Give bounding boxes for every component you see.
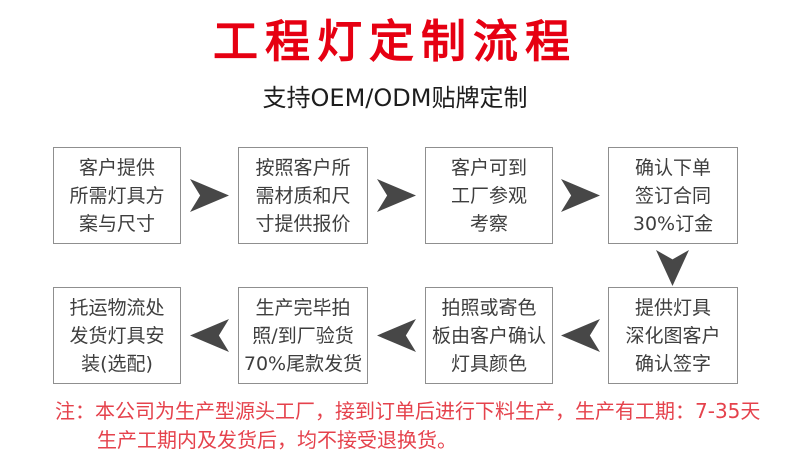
step-6-line-1: 拍照或寄色 <box>441 296 537 319</box>
step-5-line-1: 提供灯具 <box>634 296 711 319</box>
step-1-line-3: 案与尺寸 <box>78 212 155 235</box>
page-subtitle: 支持OEM/ODM贴牌定制 <box>262 84 528 112</box>
footnote-line-2: 生产工期内及发货后，均不接受退换货。 <box>97 428 457 452</box>
flow-step-6: 拍照或寄色 板由客户确认 灯具颜色 <box>425 287 553 384</box>
flow-step-3: 客户可到 工厂参观 考察 <box>425 147 553 244</box>
left-arrow-icon <box>190 319 229 352</box>
step-8-line-3: 装(选配) <box>81 352 153 375</box>
flow-step-7: 生产完毕拍 照/到厂验货 70%尾款发货 <box>238 287 368 384</box>
step-6-line-3: 灯具颜色 <box>450 352 527 375</box>
flow-step-8: 托运物流处 发货灯具安 装(选配) <box>53 287 181 384</box>
step-1-line-1: 客户提供 <box>78 156 155 179</box>
step-7-line-3: 70%尾款发货 <box>243 352 363 375</box>
step-2-line-1: 按照客户所 <box>255 156 351 179</box>
step-3-line-2: 工厂参观 <box>450 184 527 207</box>
step-3-line-1: 客户可到 <box>450 156 527 179</box>
step-1-line-2: 所需灯具方 <box>69 184 165 207</box>
step-4-line-2: 签订合同 <box>634 184 711 207</box>
right-arrow-icon <box>561 179 600 212</box>
flow-step-5: 提供灯具 深化图客户 确认签字 <box>608 287 738 384</box>
step-8-line-2: 发货灯具安 <box>69 324 165 347</box>
flow-step-2: 按照客户所 需材质和尺 寸提供报价 <box>238 147 368 244</box>
page-title: 工程灯定制流程 <box>212 15 577 68</box>
step-5-line-2: 深化图客户 <box>625 324 721 347</box>
step-7-line-2: 照/到厂验货 <box>252 324 354 347</box>
step-7-line-1: 生产完毕拍 <box>255 296 351 319</box>
flow-step-4: 确认下单 签订合同 30%订金 <box>608 147 738 244</box>
step-4-line-3: 30%订金 <box>632 212 714 235</box>
footnote-line-1: 注：本公司为生产型源头工厂，接到订单后进行下料生产，生产有工期：7-35天 <box>55 399 761 423</box>
step-3-line-3: 考察 <box>469 212 508 235</box>
right-arrow-icon <box>377 179 416 212</box>
step-8-line-1: 托运物流处 <box>69 296 165 319</box>
left-arrow-icon <box>377 319 416 352</box>
step-2-line-2: 需材质和尺 <box>255 184 351 207</box>
step-6-line-2: 板由客户确认 <box>431 324 546 347</box>
down-arrow-icon <box>656 250 689 286</box>
right-arrow-icon <box>190 179 229 212</box>
step-4-line-1: 确认下单 <box>634 156 711 179</box>
step-2-line-3: 寸提供报价 <box>255 212 351 235</box>
step-5-line-3: 确认签字 <box>634 352 711 375</box>
flow-step-1: 客户提供 所需灯具方 案与尺寸 <box>53 147 181 244</box>
left-arrow-icon <box>561 319 600 352</box>
